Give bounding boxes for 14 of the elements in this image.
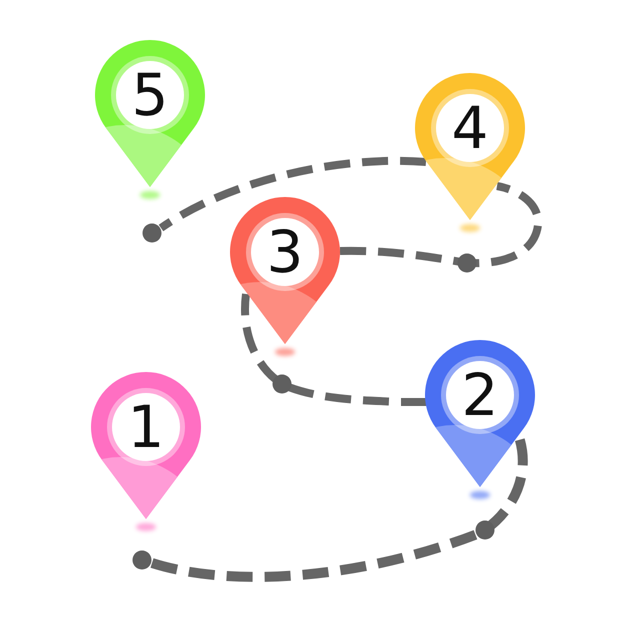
dashed-route-line [241, 294, 427, 406]
map-pin [95, 40, 205, 243]
pin-number: 4 [452, 99, 488, 157]
map-pin [425, 340, 535, 540]
pin-number: 3 [266, 223, 304, 281]
dashed-route-line [340, 182, 542, 268]
pin-number: 1 [128, 398, 164, 456]
map-pin [91, 372, 201, 570]
dashed-route-line [158, 156, 426, 232]
pin-number: 5 [132, 66, 168, 124]
map-pin [415, 73, 525, 273]
map-pin [230, 197, 340, 394]
pin-number: 2 [462, 366, 498, 424]
dashed-route-line [150, 436, 528, 582]
